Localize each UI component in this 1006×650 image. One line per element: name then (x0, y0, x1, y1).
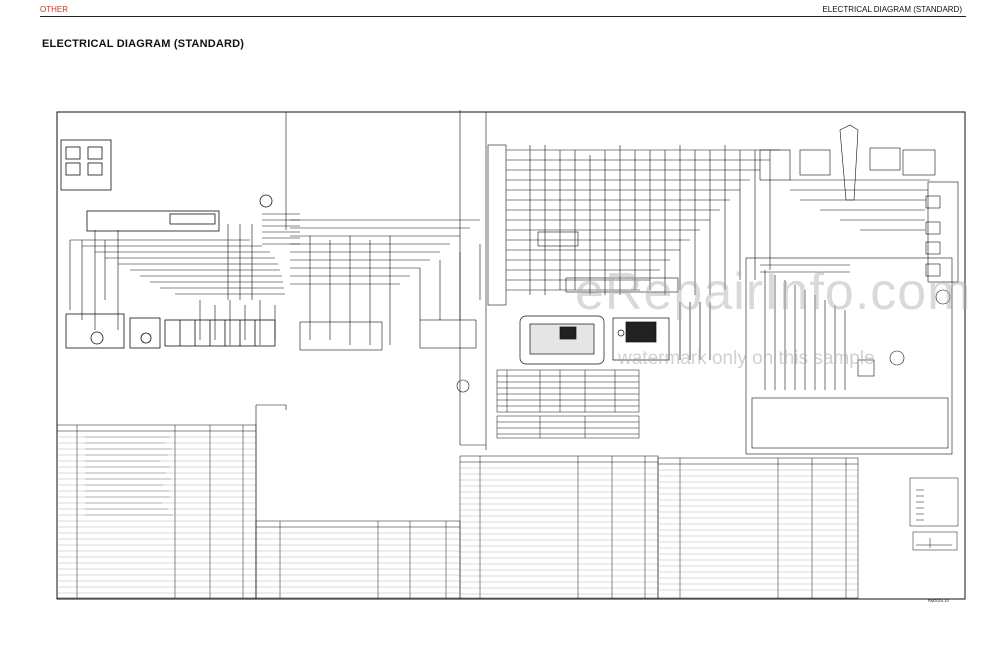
left-panel-engine-harness (60, 139, 300, 349)
parts-table-left (56, 424, 257, 599)
parts-table-right-rows (658, 469, 858, 591)
legend-box (909, 477, 959, 551)
parts-table-left-rows (57, 436, 256, 594)
small-table-a (496, 369, 640, 413)
parts-table-mid-rows (256, 532, 460, 594)
drawing-frame (56, 111, 966, 600)
parts-table-right (657, 457, 859, 599)
parts-table-center-rows (460, 467, 658, 595)
header-section: OTHER (40, 5, 68, 14)
small-table-b (496, 415, 640, 439)
control-panel-illustration (519, 302, 711, 365)
parts-table-center (459, 455, 659, 599)
header-chapter: ELECTRICAL DIAGRAM (STANDARD) (822, 5, 962, 14)
right-panel-control-wiring (485, 112, 959, 450)
page-title: ELECTRICAL DIAGRAM (STANDARD) (42, 38, 245, 50)
header-rule (40, 16, 966, 17)
right-bottom-detail (745, 257, 953, 455)
middle-panel-wiring (255, 110, 486, 598)
parts-table-mid (255, 520, 461, 599)
drawing-code: RM2024-10 (928, 598, 949, 603)
